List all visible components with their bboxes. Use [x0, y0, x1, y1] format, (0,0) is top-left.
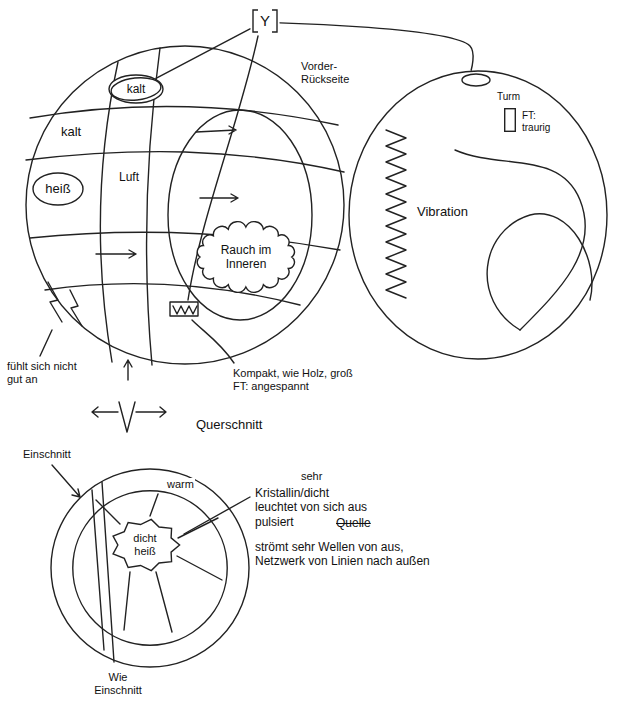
node-text: Rauch im Inneren	[213, 243, 279, 272]
node-text: dicht heiß	[126, 532, 164, 558]
crescent-curve	[487, 214, 592, 330]
text-group: dicht heiß	[126, 532, 164, 558]
cut-arrow	[52, 465, 80, 497]
label-slot: Einschnitt	[22, 448, 72, 461]
struck-word: Quelle	[335, 516, 372, 530]
flow-note: strömt sehr Wellen von aus, Netzwerk von…	[254, 540, 441, 569]
cold-oval: kalt	[108, 74, 164, 104]
side-note: Vorder- Rückseite	[300, 60, 360, 86]
cross-section-drawing	[52, 465, 250, 662]
compact-note: Kompakt, wie Holz, groß FT: angespannt	[232, 367, 366, 393]
bracket-node: Y	[250, 8, 280, 34]
label-slot: sehr	[300, 470, 323, 483]
back-sphere-drawing	[386, 74, 592, 330]
bracket-outline	[253, 10, 277, 32]
text-slot: Vibration	[416, 204, 469, 220]
leader-line	[192, 320, 234, 363]
front-sphere-drawing	[26, 36, 344, 380]
rect-outline	[505, 109, 516, 132]
node-text: Y	[259, 12, 271, 30]
inner-ring	[73, 491, 227, 645]
text-group: Y	[259, 12, 271, 30]
label-slot: Querschnitt	[195, 417, 263, 433]
core-star: dicht heiß	[110, 518, 181, 572]
scribble-outline	[110, 75, 162, 102]
network-ray	[124, 572, 130, 630]
node-outline	[348, 70, 608, 360]
back-sphere: Vibration TurmFT: traurig	[348, 70, 608, 360]
label-slot: Kompakt, wie Holz, groß FT: angespannt	[232, 367, 366, 393]
longitude-line	[100, 62, 118, 362]
label-slot: Quelle	[335, 516, 372, 530]
section-title: Querschnitt	[195, 417, 263, 433]
text-group: Rauch im Inneren	[213, 243, 279, 272]
latitude-band	[30, 107, 338, 125]
outer-ring	[51, 469, 249, 667]
network-ray	[156, 572, 172, 632]
text-slot: Luft	[118, 170, 140, 184]
cloud-outline	[197, 222, 294, 293]
text-group: kalt	[126, 82, 147, 96]
vibration-zigzag	[386, 130, 406, 298]
flow-arrow	[124, 360, 132, 380]
node-text: FT: traurig	[521, 110, 561, 134]
node-text: Vibration	[416, 204, 469, 220]
label-slot: Vorder- Rückseite	[300, 60, 360, 86]
text-slot: FT: traurig	[521, 110, 561, 134]
front-sphere: kaltLuft kalt heißRauch im Inneren	[25, 45, 345, 365]
compact-block	[170, 302, 198, 316]
text-group: heiß	[44, 181, 71, 197]
swoosh-curve	[455, 150, 585, 330]
node-text: heiß	[44, 181, 71, 197]
feeling-note: fühlt sich nicht gut an	[6, 360, 88, 386]
text-slot: warm	[166, 478, 195, 491]
smoke-cloud: Rauch im Inneren	[195, 222, 297, 292]
node-outline	[504, 108, 516, 132]
label-slot: Wie Einschnitt	[84, 671, 152, 697]
node-text: Turm	[496, 91, 521, 103]
node-text: kalt	[126, 82, 147, 96]
star-outline	[113, 519, 180, 570]
node-text: warm	[166, 478, 195, 491]
rotate-arrow	[92, 407, 118, 417]
flow-arrow	[96, 250, 136, 258]
network-ray	[177, 556, 222, 580]
text-slot: kalt	[60, 124, 82, 140]
leader-line	[40, 330, 52, 356]
label-slot: fühlt sich nicht gut an	[6, 360, 88, 386]
down-mark	[119, 402, 135, 432]
flow-arrow	[196, 126, 236, 134]
ellipse-outline	[33, 173, 83, 205]
insert-word: sehr	[300, 470, 323, 483]
ellipse-outline	[109, 75, 163, 103]
node-text: Luft	[118, 170, 140, 184]
flow-arrow	[200, 194, 238, 202]
text-slot: Turm	[496, 91, 521, 103]
tower-box: TurmFT: traurig	[504, 108, 516, 132]
section-symbol	[92, 402, 166, 432]
cut-label: Wie Einschnitt	[84, 671, 152, 697]
node-outline	[25, 45, 345, 365]
block-scribble	[173, 306, 197, 314]
cut-label: Einschnitt	[22, 448, 72, 461]
top-clip	[462, 74, 490, 86]
ellipse-outline	[349, 71, 607, 359]
node-text: kalt	[60, 124, 82, 140]
network-ray	[150, 494, 158, 516]
label-slot: strömt sehr Wellen von aus, Netzwerk von…	[254, 540, 441, 569]
cross-section: warm dicht heiß	[50, 468, 250, 668]
rotate-arrow	[136, 407, 166, 417]
ellipse-outline	[26, 46, 344, 364]
latitude-band	[26, 152, 344, 172]
hot-oval: heiß	[32, 172, 84, 206]
